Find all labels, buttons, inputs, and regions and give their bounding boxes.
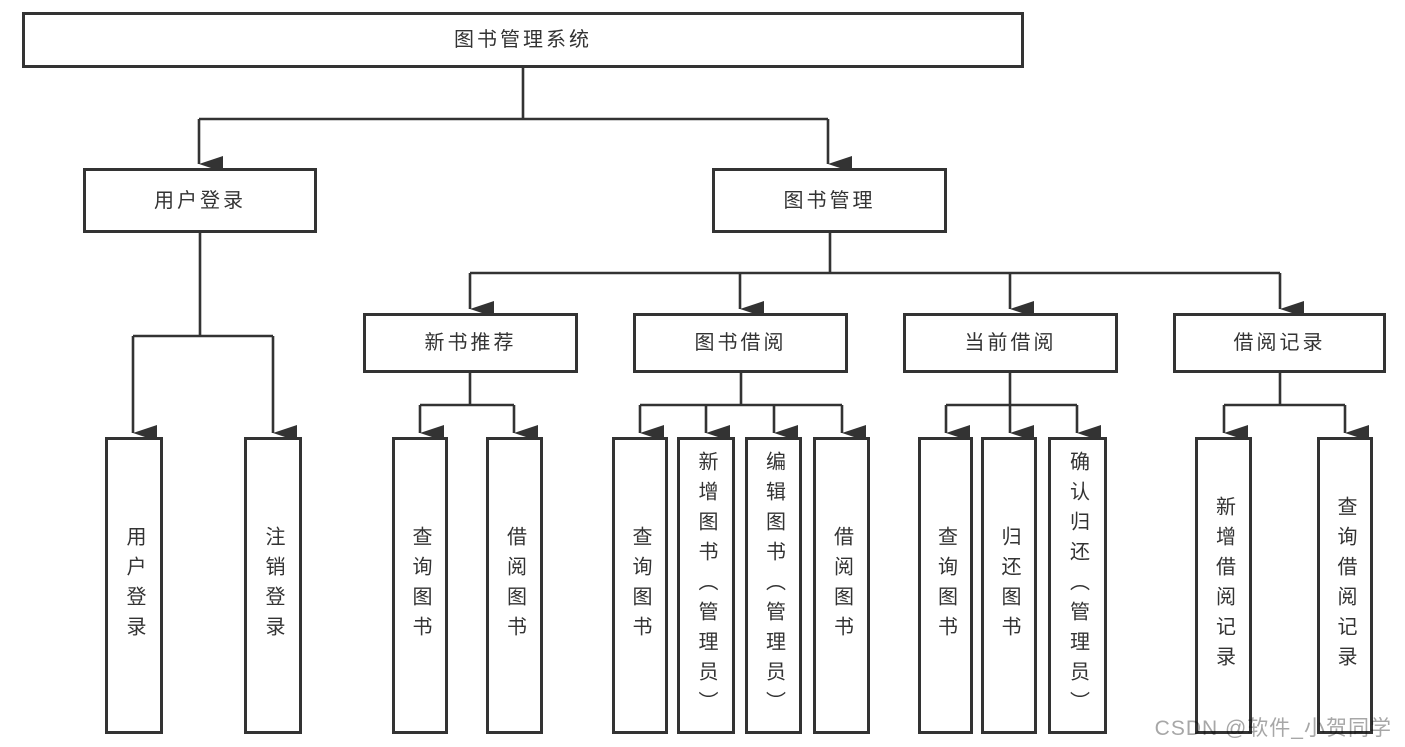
- leaf-records-query-record: 查询借阅记录: [1317, 437, 1373, 734]
- node-new-book-recommend: 新书推荐: [363, 313, 578, 373]
- leaf-records-add-record: 新增借阅记录: [1195, 437, 1252, 734]
- leaf-current-query-book: 查询图书: [918, 437, 973, 734]
- leaf-borrow-borrow-book: 借阅图书: [813, 437, 870, 734]
- node-current-borrowing: 当前借阅: [903, 313, 1118, 373]
- leaf-borrow-query-book: 查询图书: [612, 437, 668, 734]
- leaf-borrow-add-book-admin: 新增图书（管理员）: [677, 437, 735, 734]
- leaf-current-return-book: 归还图书: [981, 437, 1037, 734]
- leaf-recommend-query-book: 查询图书: [392, 437, 448, 734]
- csdn-watermark: CSDN @软件_小贺同学: [1154, 717, 1392, 740]
- node-borrowing-records: 借阅记录: [1173, 313, 1386, 373]
- leaf-user-login: 用户登录: [105, 437, 163, 734]
- leaf-logout: 注销登录: [244, 437, 302, 734]
- leaf-current-confirm-return-admin: 确认归还（管理员）: [1048, 437, 1107, 734]
- node-root-system: 图书管理系统: [22, 12, 1024, 68]
- node-user-login: 用户登录: [83, 168, 317, 233]
- node-book-borrowing: 图书借阅: [633, 313, 848, 373]
- node-book-management: 图书管理: [712, 168, 947, 233]
- leaf-borrow-edit-book-admin: 编辑图书（管理员）: [745, 437, 802, 734]
- leaf-recommend-borrow-book: 借阅图书: [486, 437, 543, 734]
